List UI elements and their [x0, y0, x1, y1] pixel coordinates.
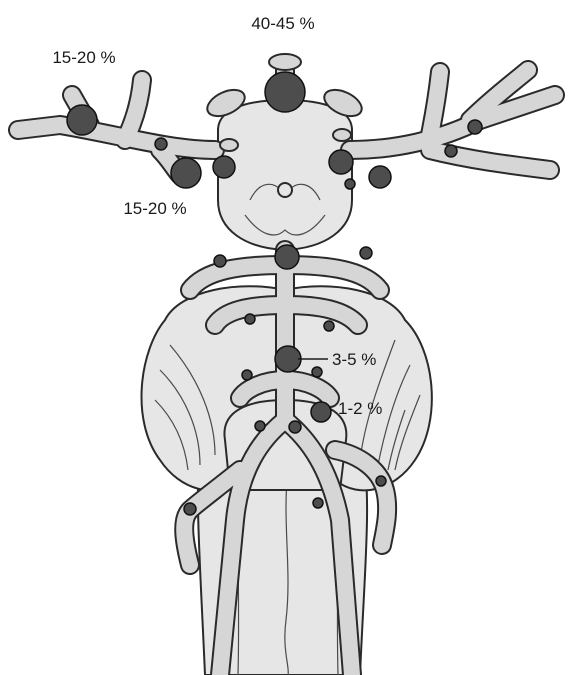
- aneurysm-acom: [265, 72, 305, 112]
- aneurysm-small-11: [255, 421, 265, 431]
- aneurysm-small-1: [155, 138, 167, 150]
- aneurysm-basilar-tip: [275, 346, 301, 372]
- aneurysm-small-9: [242, 370, 252, 380]
- aneurysm-small-12: [289, 421, 301, 433]
- chiasm-region: [218, 100, 352, 250]
- aneurysm-small-3: [445, 145, 457, 157]
- label-ica-left: 15-20 %: [123, 199, 186, 218]
- aneurysm-small-2: [345, 179, 355, 189]
- aneurysm-pcom-left: [213, 156, 235, 178]
- aneurysm-small-8: [324, 321, 334, 331]
- aneurysm-small-10: [312, 367, 322, 377]
- aneurysm-small-15: [376, 476, 386, 486]
- aneurysm-small-4: [468, 120, 482, 134]
- ophthalmic-right: [333, 129, 351, 141]
- aneurysm-small-7: [245, 314, 255, 324]
- aneurysm-mca-left: [67, 105, 97, 135]
- aneurysm-vertebral: [311, 402, 331, 422]
- aneurysm-small-14: [313, 498, 323, 508]
- aca-stump: [269, 54, 301, 70]
- ophthalmic-left: [220, 139, 238, 151]
- aneurysm-ica-left: [171, 158, 201, 188]
- aneurysm-pcom-right: [329, 150, 353, 174]
- aneurysm-small-6: [360, 247, 372, 259]
- aneurysm-small-13: [184, 503, 196, 515]
- label-basilar-tip: 3-5 %: [332, 350, 376, 369]
- pituitary-stalk: [278, 183, 292, 197]
- aneurysm-basilar-upper: [275, 245, 299, 269]
- label-vertebral: 1-2 %: [338, 399, 382, 418]
- aneurysm-small-5: [214, 255, 226, 267]
- label-acom: 40-45 %: [251, 14, 314, 33]
- aneurysm-ica-right: [369, 166, 391, 188]
- label-mca-left: 15-20 %: [52, 48, 115, 67]
